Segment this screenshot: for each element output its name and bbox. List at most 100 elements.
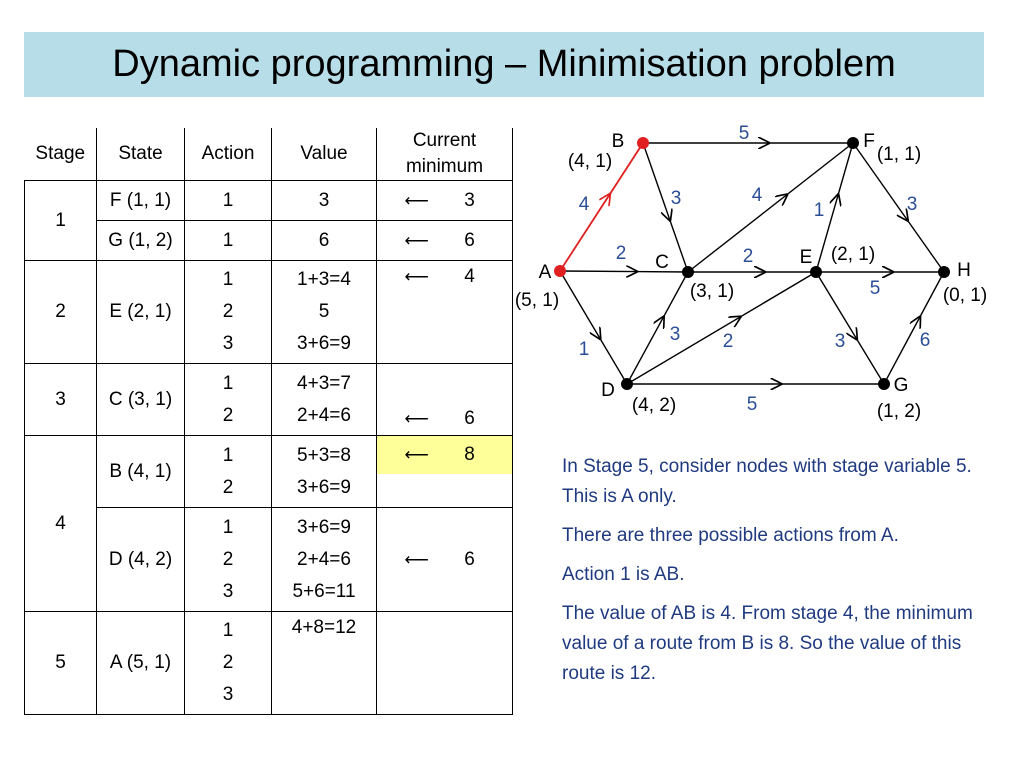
- action-item: 1: [222, 372, 234, 394]
- edge-weight: 1: [579, 339, 590, 360]
- stage-cell: 4: [24, 435, 97, 612]
- table-row: 1 F (1, 1) 1 3 ⟵3: [24, 180, 513, 261]
- node-label: F: [863, 131, 875, 152]
- left-arrow-icon: ⟵: [404, 549, 429, 569]
- edge-A-B: [559, 142, 644, 272]
- table-row: 2 E (2, 1) 1 2 3 1+3=4 5 3+6=9 ⟵4: [24, 260, 513, 364]
- node-label: B: [612, 131, 625, 152]
- node-C: [682, 266, 694, 278]
- edge-weight: 3: [835, 331, 846, 352]
- current-minimum-value: 6: [464, 229, 475, 251]
- value-item: 3+6=9: [297, 333, 351, 354]
- action-item: 3: [222, 333, 234, 354]
- action-cell: 1 2 3: [184, 507, 272, 612]
- node-H: [938, 266, 950, 278]
- current-minimum-cell: ⟵6: [376, 507, 513, 612]
- value-cell: 5+3=8 3+6=9: [271, 435, 377, 508]
- state-cell: E (2, 1): [96, 260, 185, 364]
- action-item: 1: [222, 444, 234, 466]
- value-cell: 6: [271, 220, 377, 261]
- edge-C-F: [687, 142, 854, 273]
- node-coord: (4, 1): [568, 151, 612, 172]
- header-value: Value: [271, 128, 377, 181]
- node-coord: (3, 1): [690, 281, 734, 302]
- left-arrow-icon: ⟵: [404, 230, 429, 250]
- left-arrow-icon: ⟵: [404, 267, 429, 286]
- action-item: 1: [222, 516, 234, 538]
- action-cell: 1 2: [184, 435, 272, 508]
- node-G: [878, 378, 890, 390]
- edge-weight: 3: [670, 324, 681, 345]
- edge-weight: 2: [743, 246, 754, 267]
- note-paragraph: Action 1 is AB.: [562, 564, 685, 585]
- note-paragraph: There are three possible actions from A.: [562, 525, 899, 546]
- node-coord: (0, 1): [943, 285, 987, 306]
- highlight-band: ⟵8: [377, 436, 512, 474]
- action-item: 2: [222, 548, 234, 570]
- state-cell: A (5, 1): [96, 611, 185, 715]
- value-item: 2+4=6: [297, 548, 351, 570]
- node-coord: (1, 2): [877, 401, 921, 422]
- stage-cell: 1: [24, 180, 97, 261]
- value-item: 2+4=6: [297, 404, 351, 426]
- value-item: 3+6=9: [297, 516, 351, 538]
- node-D: [621, 378, 633, 390]
- dp-table: Stage State Action Value Current minimum…: [24, 128, 513, 715]
- header-action: Action: [184, 128, 272, 181]
- page-title: Dynamic programming – Minimisation probl…: [112, 43, 896, 85]
- table-row: D (4, 2) 1 2 3 3+6=9 2+4=6 5+6=11 ⟵6: [25, 507, 513, 612]
- note-paragraph: In Stage 5, consider nodes with stage va…: [562, 456, 972, 507]
- node-label: D: [601, 380, 615, 401]
- current-minimum-value: 3: [464, 189, 475, 211]
- action-cell: 1 2 3: [184, 611, 272, 715]
- current-minimum-value: 6: [464, 408, 475, 429]
- action-cell: 1 2: [184, 363, 272, 436]
- graph-nodes: A(5, 1)B(4, 1)C(3, 1)D(4, 2)E(2, 1)F(1, …: [515, 131, 987, 422]
- header-current-line2: minimum: [405, 156, 484, 177]
- header-stage: Stage: [24, 128, 97, 181]
- value-item: 5+3=8: [297, 444, 351, 466]
- action-item: 1: [222, 269, 234, 290]
- table-header-row: Stage State Action Value Current minimum: [24, 128, 513, 181]
- node-label: H: [957, 260, 971, 281]
- node-F: [847, 137, 859, 149]
- edge-weight: 4: [579, 194, 590, 215]
- action-item: 2: [222, 404, 234, 426]
- edge-F-H: [852, 142, 945, 273]
- current-minimum-cell: ⟵8: [376, 435, 513, 508]
- state-cell: F (1, 1): [96, 180, 185, 221]
- edge-weight: 6: [920, 330, 931, 351]
- stage-cell: 2: [24, 260, 97, 364]
- node-label: C: [655, 252, 669, 273]
- table-row: 3 C (3, 1) 1 2 4+3=7 2+4=6 ⟵6: [24, 363, 513, 436]
- edge-weight: 5: [747, 394, 758, 415]
- header-current-line1: Current: [412, 130, 477, 151]
- title-bar: Dynamic programming – Minimisation probl…: [24, 32, 984, 97]
- value-cell: 4+3=7 2+4=6: [271, 363, 377, 436]
- node-coord: (1, 1): [877, 144, 921, 165]
- edge-D-E: [626, 271, 817, 385]
- value-item: 4+3=7: [297, 372, 351, 394]
- node-coord: (5, 1): [515, 290, 559, 311]
- state-cell: B (4, 1): [96, 435, 185, 508]
- left-arrow-icon: ⟵: [404, 445, 429, 464]
- table-row: 4 B (4, 1) 1 2 5+3=8 3+6=9 ⟵8: [24, 435, 513, 612]
- edge-weight: 2: [616, 243, 627, 264]
- state-cell: D (4, 2): [96, 507, 185, 612]
- left-arrow-icon: ⟵: [404, 409, 429, 428]
- action-cell: 1: [184, 180, 272, 221]
- edge-weight: 4: [752, 185, 763, 206]
- current-minimum-cell: ⟵6: [376, 220, 513, 261]
- current-minimum-value: 6: [464, 548, 475, 570]
- action-item: 2: [222, 652, 234, 673]
- edge-weight: 1: [814, 200, 825, 221]
- state-cell: G (1, 2): [96, 220, 185, 261]
- explanation-notes: In Stage 5, consider nodes with stage va…: [562, 452, 1002, 698]
- edge-weight: 3: [907, 194, 918, 215]
- current-minimum-cell: ⟵3: [376, 180, 513, 221]
- current-minimum-value: 4: [464, 266, 475, 287]
- stage-cell: 3: [24, 363, 97, 436]
- current-minimum-cell: ⟵4: [376, 260, 513, 364]
- current-minimum-cell: [376, 611, 513, 715]
